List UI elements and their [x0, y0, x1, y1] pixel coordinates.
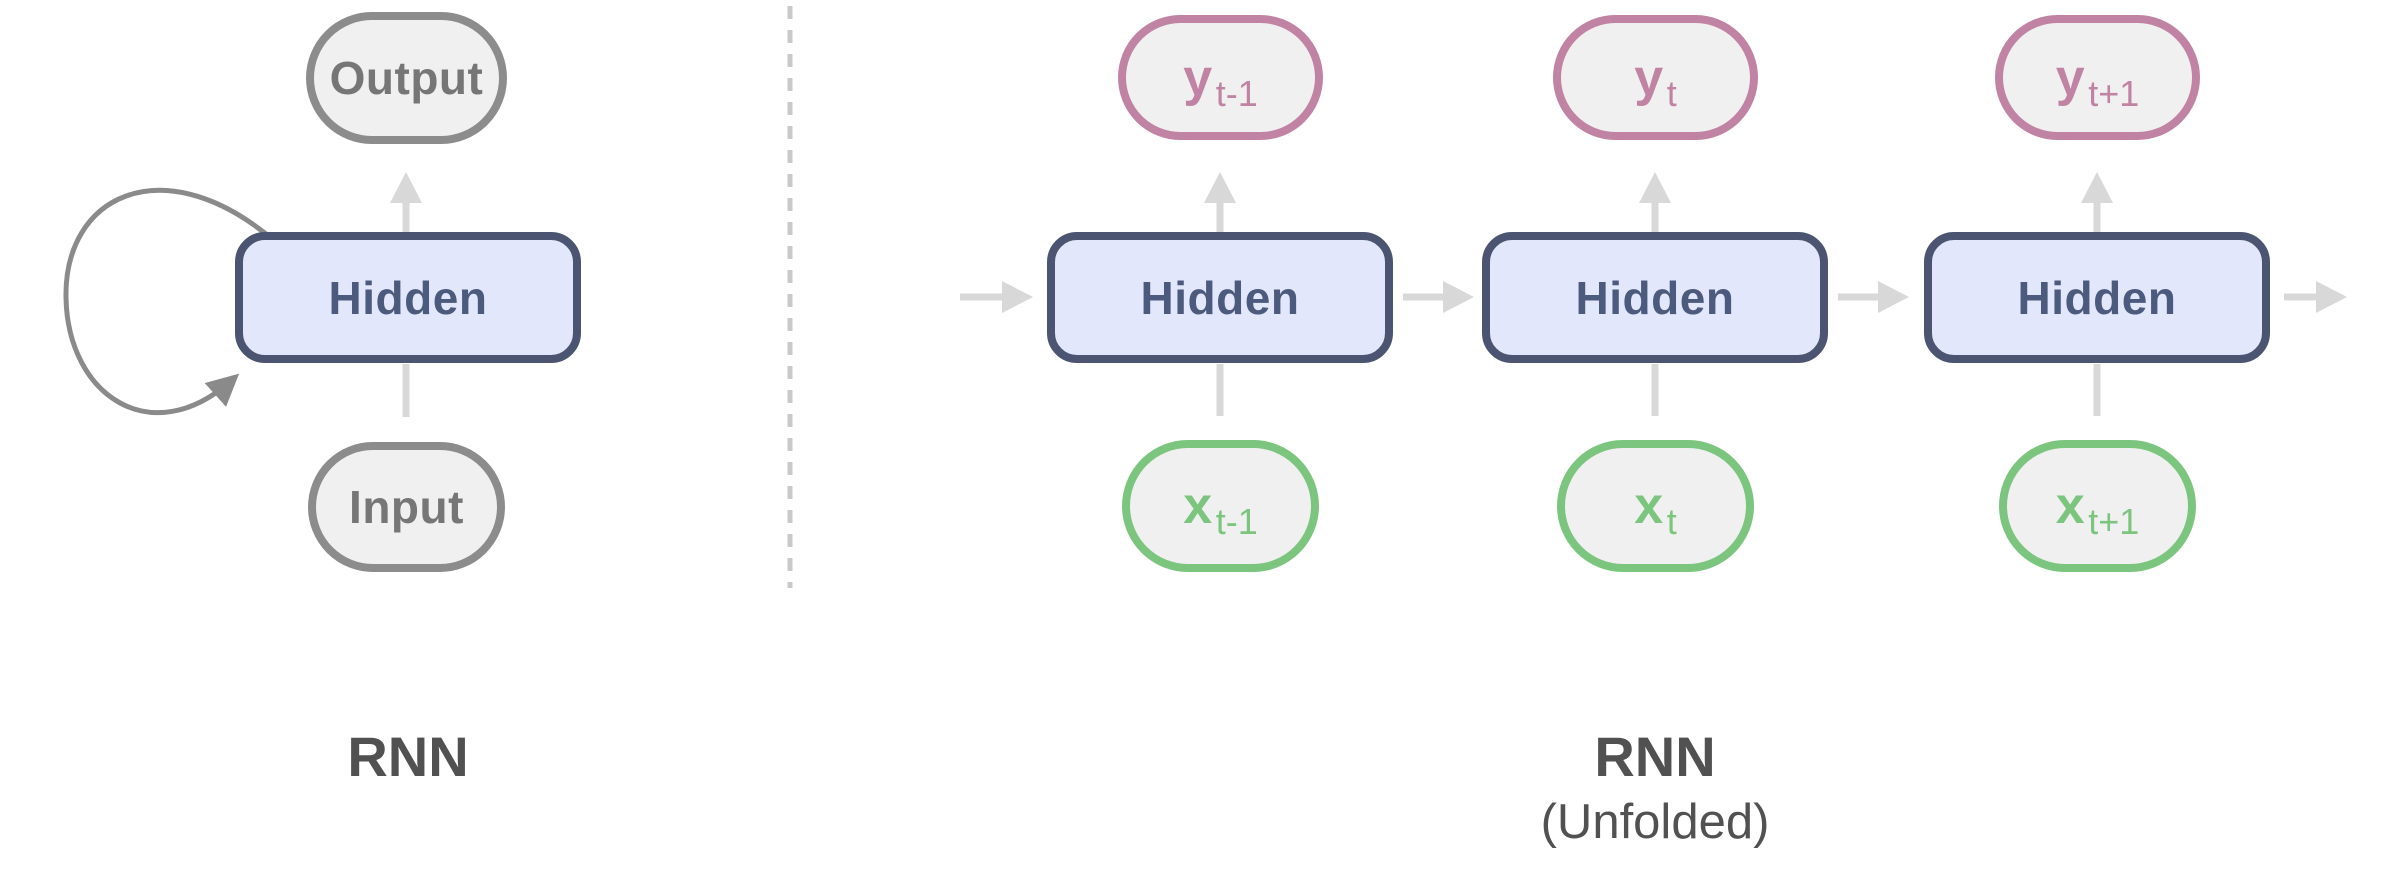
output-node: Output — [306, 12, 507, 144]
input-node: Input — [308, 442, 505, 572]
x-t-minus-1-subscript: t-1 — [1215, 501, 1258, 542]
outgoing-state-arrowhead — [2316, 281, 2347, 313]
y-t-subscript: t — [1666, 72, 1677, 114]
x-t-plus-1-subscript: t+1 — [2088, 501, 2140, 542]
right-caption-title: RNN — [1594, 725, 1716, 788]
hidden-node-t-plus-1: Hidden — [1924, 232, 2270, 363]
hidden-node-t-minus-1-label: Hidden — [1140, 271, 1300, 324]
y-t-main: y — [1634, 48, 1664, 107]
hidden1-to-hidden2-arrowhead — [1443, 281, 1474, 313]
col3-hidden-to-y-arrowhead — [2081, 172, 2113, 203]
left-caption: RNN — [347, 725, 469, 788]
hidden2-to-hidden3-arrowhead — [1878, 281, 1909, 313]
right-caption: RNN (Unfolded) — [1455, 726, 1855, 849]
left-hidden-node: Hidden — [235, 232, 581, 363]
y-t-plus-1-subscript: t+1 — [2088, 72, 2140, 114]
y-t-minus-1-subscript: t-1 — [1215, 72, 1258, 114]
incoming-state-arrowhead — [1002, 281, 1033, 313]
right-caption-subtitle: (Unfolded) — [1540, 794, 1770, 849]
col2-hidden-to-y-arrowhead — [1639, 172, 1671, 203]
self-loop-arrow — [63, 187, 268, 416]
hidden-node-t-minus-1: Hidden — [1047, 232, 1393, 363]
y-t-plus-1-main: y — [2055, 48, 2086, 107]
y-t-minus-1-main: y — [1183, 48, 1213, 107]
x-t-plus-1-main: x — [2055, 477, 2086, 535]
x-t-subscript: t — [1666, 501, 1677, 542]
hidden-node-t-label: Hidden — [1575, 271, 1735, 324]
x-t-main: x — [1634, 477, 1664, 535]
left-hidden-to-output-arrowhead — [390, 172, 422, 203]
col1-hidden-to-y-arrowhead — [1204, 172, 1236, 203]
hidden-node-t-plus-1-label: Hidden — [2017, 271, 2177, 324]
x-t-minus-1-main: x — [1183, 477, 1213, 535]
hidden-node-t: Hidden — [1482, 232, 1828, 363]
left-hidden-node-label: Hidden — [328, 271, 488, 324]
input-node-label: Input — [349, 481, 464, 533]
output-node-label: Output — [329, 52, 484, 104]
